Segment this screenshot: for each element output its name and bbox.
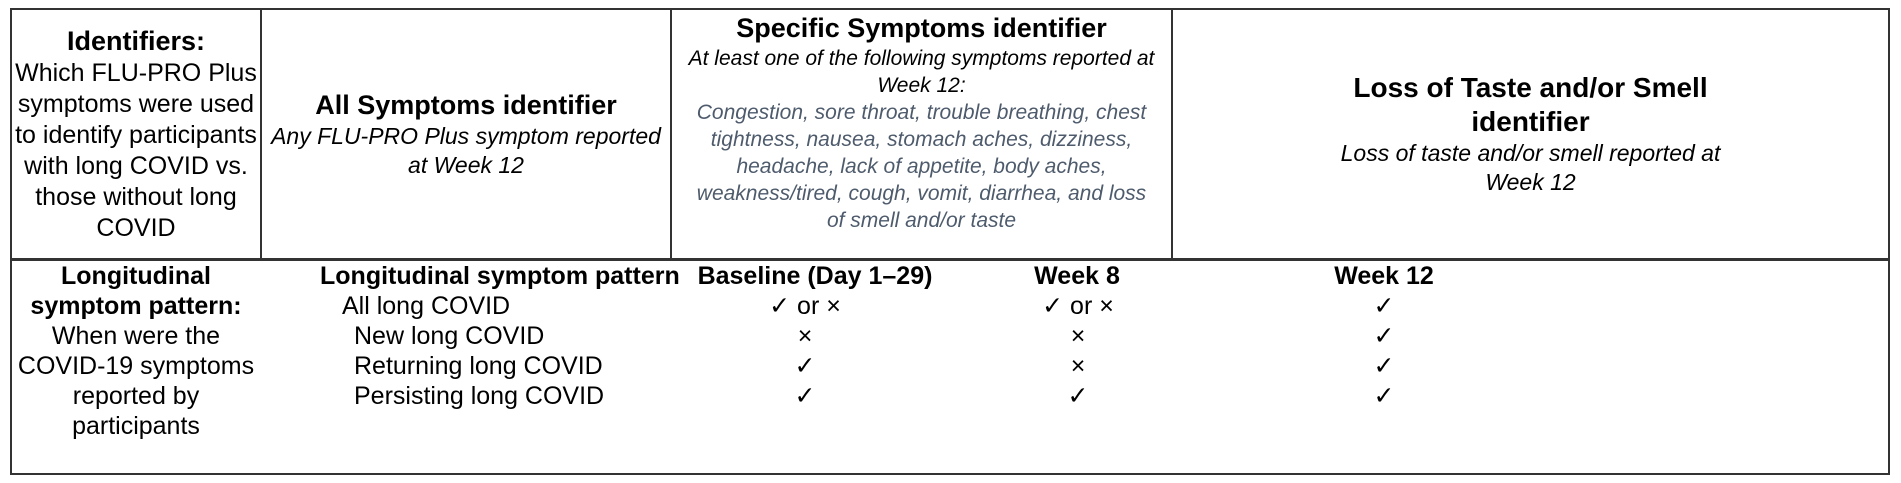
specific-symptoms-list: Congestion, sore throat, trouble breathi… xyxy=(696,101,1147,232)
week-12-mark: ✓ xyxy=(1373,292,1395,320)
all-symptoms-title: All Symptoms identifier xyxy=(315,89,617,120)
taste-smell-cell: Loss of Taste and/or Smell identifier Lo… xyxy=(1173,10,1888,258)
baseline-mark: × xyxy=(797,322,813,350)
week-12-mark: ✓ xyxy=(1373,352,1395,380)
week-12-mark: ✓ xyxy=(1373,322,1395,350)
longitudinal-heading: Longitudinal symptom pattern: xyxy=(30,262,242,320)
identifiers-heading: Identifiers: xyxy=(66,25,206,56)
pattern-label: All long COVID xyxy=(342,292,511,320)
identifiers-cell: Identifiers: Which FLU-PRO Plus symptoms… xyxy=(12,10,260,258)
column-header-week-12: Week 12 xyxy=(1334,262,1434,290)
baseline-mark: ✓ xyxy=(794,382,816,410)
column-divider-2 xyxy=(670,10,672,258)
row-divider xyxy=(12,258,1888,261)
longitudinal-cell: Longitudinal symptom pattern: When were … xyxy=(12,261,260,440)
column-divider-3 xyxy=(1171,10,1173,258)
all-symptoms-cell: All Symptoms identifier Any FLU-PRO Plus… xyxy=(262,10,670,258)
all-symptoms-subtitle: Any FLU-PRO Plus symptom reported at Wee… xyxy=(271,122,661,178)
week-8-mark: ✓ xyxy=(1067,382,1089,410)
pattern-label: New long COVID xyxy=(354,322,545,350)
pattern-label: Returning long COVID xyxy=(354,352,603,380)
baseline-mark: ✓ xyxy=(794,352,816,380)
identifier-table: Identifiers: Which FLU-PRO Plus symptoms… xyxy=(10,8,1890,475)
pattern-header: Longitudinal symptom pattern xyxy=(320,262,680,290)
identifiers-description: Which FLU-PRO Plus symptoms were used to… xyxy=(15,58,257,242)
column-divider-1 xyxy=(260,10,262,258)
taste-smell-title: Loss of Taste and/or Smell identifier xyxy=(1353,72,1708,137)
column-header-week-8: Week 8 xyxy=(1034,262,1120,290)
taste-smell-subtitle: Loss of taste and/or smell reported at W… xyxy=(1340,140,1721,195)
baseline-mark: ✓ or × xyxy=(769,292,841,320)
week-8-mark: ✓ or × xyxy=(1042,292,1114,320)
column-header-baseline: Baseline (Day 1–29) xyxy=(697,262,933,290)
pattern-label: Persisting long COVID xyxy=(354,382,605,410)
specific-symptoms-title: Specific Symptoms identifier xyxy=(736,13,1107,43)
specific-symptoms-cell: Specific Symptoms identifier At least on… xyxy=(672,10,1171,258)
week-8-mark: × xyxy=(1070,352,1086,380)
week-12-mark: ✓ xyxy=(1373,382,1395,410)
longitudinal-description: When were the COVID-19 symptoms reported… xyxy=(17,322,255,440)
week-8-mark: × xyxy=(1070,322,1086,350)
specific-symptoms-subtitle: At least one of the following symptoms r… xyxy=(688,47,1155,97)
